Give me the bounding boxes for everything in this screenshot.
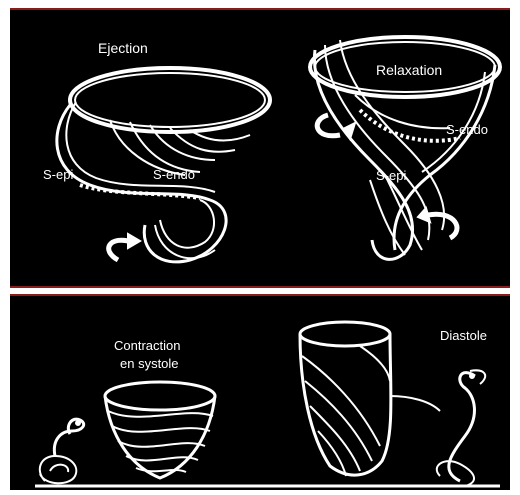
s-endo-label-left: S-endo: [153, 167, 195, 183]
ejection-label: Ejection: [98, 40, 148, 56]
s-endo-label-right: S-endo: [446, 122, 488, 138]
clockwise-arrow-icon: [418, 208, 457, 238]
upright-cobra-icon: [437, 370, 485, 486]
relaxed-heart-spiral: [300, 322, 440, 476]
diastole-label: Diastole: [440, 328, 487, 344]
top-panel-illustration: [10, 10, 510, 286]
contracted-heart-spiral: [105, 382, 215, 478]
contraction-label-line2: en systole: [120, 356, 179, 372]
bottom-panel: Contraction en systole Diastole: [10, 294, 510, 490]
top-panel: Ejection S-epi S-endo Relaxation S-endo …: [10, 8, 510, 288]
coiled-snake-icon: [40, 419, 84, 483]
relaxation-label: Relaxation: [376, 62, 442, 78]
ejection-heart-band: [57, 68, 270, 262]
bottom-panel-illustration: [10, 296, 510, 492]
s-epi-label-right: S-epi: [376, 168, 406, 184]
s-epi-label-left: S-epi: [43, 167, 73, 183]
clockwise-arrow-icon: [109, 234, 140, 260]
contraction-label-line1: Contraction: [114, 338, 180, 354]
